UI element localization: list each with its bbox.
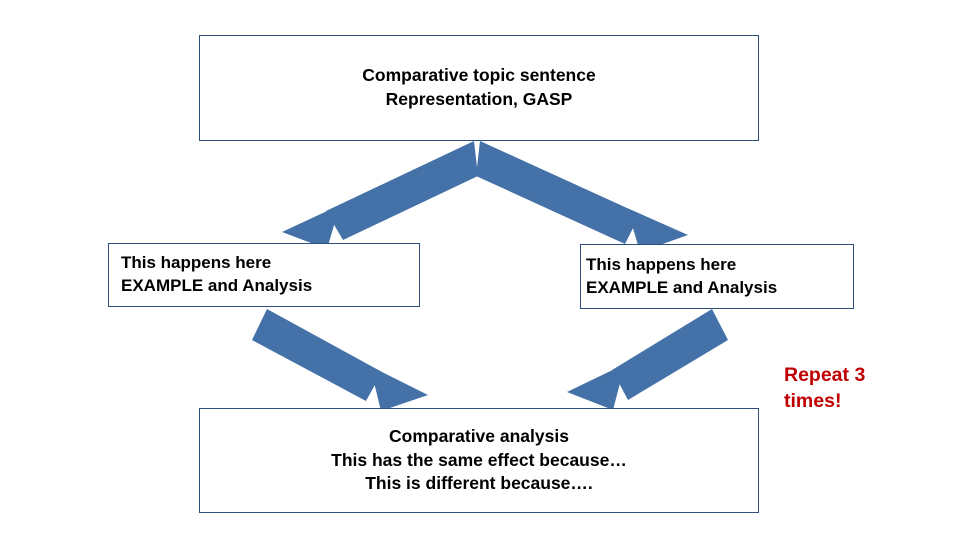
comparative-analysis-box: Comparative analysis This has the same e… bbox=[199, 408, 759, 513]
comparative-analysis-line-2: This has the same effect because… bbox=[331, 449, 627, 470]
arrow-left-to-bottom bbox=[252, 309, 428, 411]
right-example-box: This happens here EXAMPLE and Analysis bbox=[580, 244, 854, 309]
right-example-line-2: EXAMPLE and Analysis bbox=[586, 277, 778, 297]
topic-sentence-box: Comparative topic sentence Representatio… bbox=[199, 35, 759, 141]
repeat-note: Repeat 3 times! bbox=[784, 362, 944, 415]
right-example-line-1: This happens here bbox=[586, 254, 737, 274]
arrow-right-to-bottom bbox=[567, 309, 728, 410]
topic-sentence-line-1: Comparative topic sentence bbox=[362, 65, 596, 86]
left-example-line-2: EXAMPLE and Analysis bbox=[121, 276, 313, 295]
repeat-note-line-2: times! bbox=[784, 390, 842, 413]
comparative-analysis-line-1: Comparative analysis bbox=[389, 426, 569, 447]
repeat-note-line-1: Repeat 3 bbox=[784, 364, 866, 386]
left-example-box: This happens here EXAMPLE and Analysis bbox=[108, 243, 420, 307]
topic-sentence-line-2: Representation, GASP bbox=[385, 89, 573, 109]
comparative-analysis-line-3: This is different because…. bbox=[365, 473, 593, 494]
arrow-top-to-right bbox=[476, 141, 688, 252]
arrow-top-to-left bbox=[282, 141, 478, 249]
left-example-line-1: This happens here bbox=[121, 253, 272, 273]
